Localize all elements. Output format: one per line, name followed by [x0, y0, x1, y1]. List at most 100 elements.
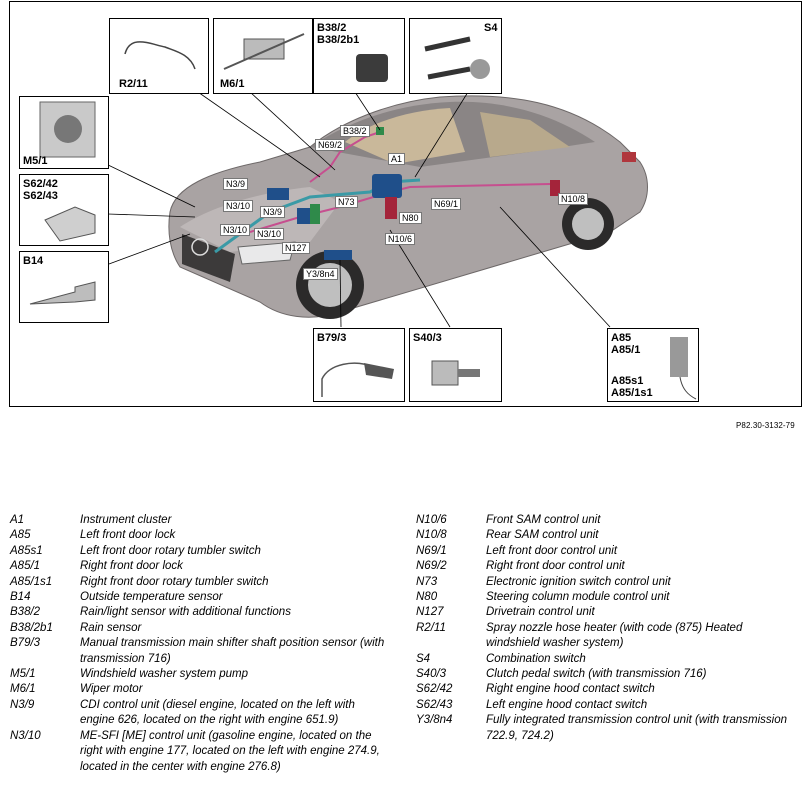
washer-pump-icon: [39, 101, 96, 158]
legend-row: A85/1 Right front door lock: [10, 559, 390, 574]
legend-description: Right front door control unit: [486, 560, 625, 573]
legend-code: B14: [10, 591, 31, 604]
legend-description: Electronic ignition switch control unit: [486, 575, 671, 588]
inset-b14-label: B14: [23, 255, 44, 267]
legend-code: M6/1: [10, 683, 36, 696]
legend-code: S62/43: [416, 698, 453, 711]
callout-n69-1: N69/1: [431, 198, 462, 210]
legend-row: N73 Electronic ignition switch control un…: [416, 575, 796, 590]
inset-r2-11-label: R2/11: [119, 78, 148, 90]
legend-code: A1: [10, 514, 25, 526]
inset-s4: S4: [409, 18, 502, 94]
callout-n3-10-top: N3/10: [223, 200, 254, 212]
clutch-pedal-switch-icon: [431, 360, 480, 386]
legend-description: Steering column module control unit: [486, 591, 670, 604]
legend-code: R2/11: [416, 621, 446, 634]
legend-row: Y3/8n4 Fully integrated transmission cont…: [416, 713, 796, 744]
legend-description: Front SAM control unit: [486, 514, 601, 526]
legend-description: Spray nozzle hose heater (with code (875…: [486, 621, 743, 650]
inset-m6-1-label: M6/1: [220, 78, 245, 90]
legend-description: Right engine hood contact switch: [486, 683, 655, 696]
legend-row: S4 Combination switch: [416, 652, 796, 667]
inset-b79-3: B79/3: [313, 328, 405, 402]
legend-code: B79/3: [10, 637, 41, 650]
callout-n3-9-top: N3/9: [223, 178, 249, 190]
legend-description: Rain/light sensor with additional functi…: [80, 606, 291, 619]
callout-n3-10-right: N3/10: [254, 228, 285, 240]
inset-r2-11: R2/11: [109, 18, 209, 94]
inset-s40-3-label: S40/3: [413, 332, 442, 344]
callout-y3-8n4: Y3/8n4: [303, 268, 338, 280]
legend-code: N3/9: [10, 698, 35, 711]
door-lock-icon: [670, 337, 697, 400]
legend-row: S62/43 Left engine hood contact switch: [416, 698, 796, 713]
legend-description: Left front door control unit: [486, 544, 618, 557]
legend-row: N3/10 ME-SFI [ME] control unit (gasoline …: [10, 729, 390, 775]
legend-description: Right front door lock: [80, 560, 183, 573]
component-location-figure: R2/11 M6/1 B38/2 B38/2b1 S4 M5/1 S62/42 …: [9, 1, 802, 407]
legend-code: S62/42: [416, 683, 453, 696]
callout-n10-6: N10/6: [385, 233, 416, 245]
legend-code: B38/2b1: [10, 621, 53, 634]
legend-row: N69/1 Left front door control unit: [416, 544, 796, 559]
legend-description: Manual transmission main shifter shaft p…: [80, 637, 385, 665]
legend-description: Left engine hood contact switch: [486, 698, 648, 711]
legend-row: S40/3 Clutch pedal switch (with transmiss…: [416, 667, 796, 682]
legend-description: Rain sensor: [80, 621, 142, 634]
legend-code: B38/2: [10, 606, 41, 619]
legend-row: N80 Steering column module control unit: [416, 590, 796, 605]
legend-description: Combination switch: [486, 652, 586, 665]
inset-b79-3-label: B79/3: [317, 332, 347, 344]
legend-description: CDI control unit (diesel engine, located…: [80, 698, 355, 727]
inset-s40-3: S40/3: [409, 328, 502, 402]
legend-description: Wiper motor: [80, 683, 143, 696]
legend-code: N80: [416, 591, 438, 604]
callout-n3-9-mid: N3/9: [260, 206, 286, 218]
legend-description: ME-SFI [ME] control unit (gasoline engin…: [80, 729, 380, 773]
legend-description: Left front door rotary tumbler switch: [80, 544, 261, 557]
legend-code: N73: [416, 575, 438, 588]
inset-s62: S62/42 S62/43: [19, 174, 109, 246]
inset-m5-1-label: M5/1: [23, 155, 48, 167]
legend-description: Outside temperature sensor: [80, 591, 223, 604]
legend-code: S4: [416, 652, 431, 665]
legend-row: N3/9 CDI control unit (diesel engine, loc…: [10, 698, 390, 729]
figure-code: P82.30-3132-79: [736, 421, 795, 430]
inset-m6-1: M6/1: [213, 18, 313, 94]
callout-b38-2: B38/2: [340, 125, 370, 137]
legend-row: R2/11 Spray nozzle hose heater (with code…: [416, 621, 796, 652]
spray-nozzle-hose-icon: [124, 41, 196, 70]
inset-a85-bottom-label: A85s1 A85/1s1: [611, 375, 653, 399]
rain-light-sensor-icon: [356, 54, 388, 82]
hood-contact-switch-icon: [44, 206, 96, 242]
callout-n69-2: N69/2: [315, 139, 346, 151]
legend-code: A85/1: [10, 560, 41, 573]
inset-b14: B14: [19, 251, 109, 323]
legend-code: N10/6: [416, 514, 447, 526]
legend-description: Drivetrain control unit: [486, 606, 595, 619]
temperature-sensor-icon: [29, 281, 96, 305]
shifter-position-sensor-icon: [321, 362, 394, 397]
legend-row: M6/1 Wiper motor: [10, 682, 390, 697]
legend-row: B14 Outside temperature sensor: [10, 590, 390, 605]
legend-description: Clutch pedal switch (with transmission 7…: [486, 668, 707, 681]
inset-b38-label: B38/2 B38/2b1: [317, 22, 360, 46]
legend-description: Left front door lock: [80, 529, 176, 542]
legend-description: Windshield washer system pump: [80, 668, 248, 681]
inset-m5-1: M5/1: [19, 96, 109, 169]
legend-code: N69/1: [416, 544, 447, 557]
inset-a85: A85 A85/1 A85s1 A85/1s1: [607, 328, 699, 402]
legend-code: S40/3: [416, 668, 447, 681]
legend-description: Fully integrated transmission control un…: [486, 714, 788, 742]
legend-code: N3/10: [10, 729, 41, 742]
legend-code: Y3/8n4: [416, 714, 453, 727]
legend-row: B38/2 Rain/light sensor with additional f…: [10, 605, 390, 620]
car-illustration: [103, 82, 648, 328]
